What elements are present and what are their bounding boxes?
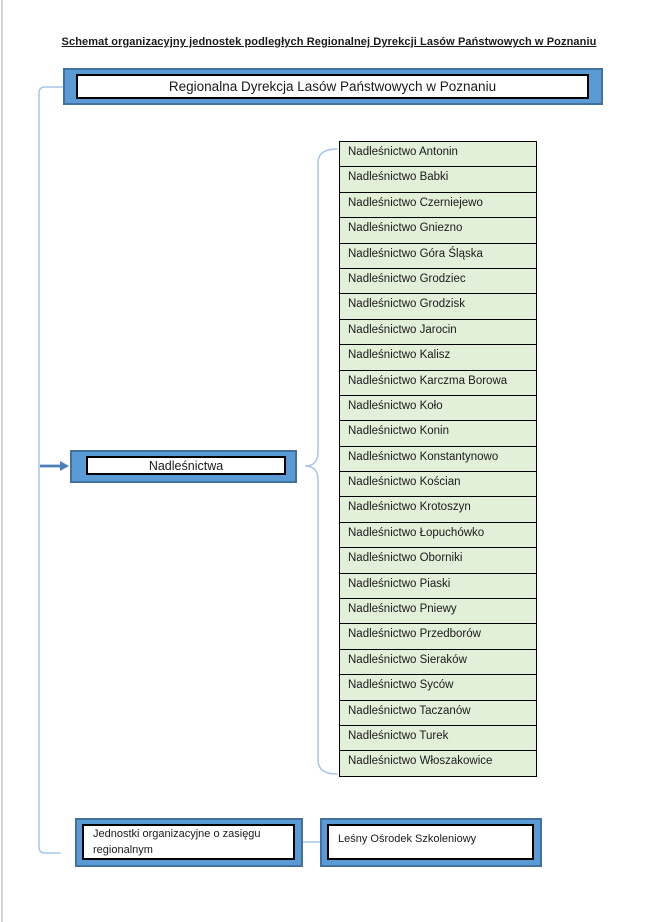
district-item: Nadleśnictwo Krotoszyn <box>339 496 537 523</box>
district-item: Nadleśnictwo Sieraków <box>339 648 537 676</box>
district-item: Nadleśnictwo Góra Śląska <box>339 242 537 269</box>
district-item: Nadleśnictwo Konin <box>339 420 537 447</box>
training-center-node: Leśny Ośrodek Szkoleniowy <box>320 818 542 867</box>
district-item: Nadleśnictwo Koło <box>339 394 537 422</box>
regional-units-node: Jednostki organizacyjne o zasięgu region… <box>75 818 303 867</box>
district-item: Nadleśnictwo Antonin <box>339 141 537 168</box>
district-item: Nadleśnictwo Karczma Borowa <box>339 369 537 396</box>
district-item: Nadleśnictwo Gniezno <box>339 217 537 244</box>
district-item: Nadleśnictwo Kościan <box>339 471 537 498</box>
connector-brace <box>304 148 338 775</box>
page-edge-line <box>1 0 3 922</box>
district-item: Nadleśnictwo Turek <box>339 724 537 752</box>
district-item: Nadleśnictwo Włoszakowice <box>339 750 537 777</box>
district-item: Nadleśnictwo Kalisz <box>339 344 537 371</box>
regional-units-node-label: Jednostki organizacyjne o zasięgu region… <box>82 824 295 860</box>
district-item: Nadleśnictwo Konstantynowo <box>339 445 537 473</box>
district-item: Nadleśnictwo Jarocin <box>339 318 537 346</box>
training-center-node-label: Leśny Ośrodek Szkoleniowy <box>327 824 534 860</box>
root-node-label: Regionalna Dyrekcja Lasów Państwowych w … <box>76 74 589 99</box>
diagram-title: Schemat organizacyjny jednostek podległy… <box>61 36 597 48</box>
district-item: Nadleśnictwo Taczanów <box>339 699 537 726</box>
district-item: Nadleśnictwo Czerniejewo <box>339 191 537 219</box>
district-item: Nadleśnictwo Grodziec <box>339 267 537 295</box>
root-node: Regionalna Dyrekcja Lasów Państwowych w … <box>63 68 603 105</box>
district-item: Nadleśnictwo Przedborów <box>339 623 537 650</box>
district-item: Nadleśnictwo Oborniki <box>339 547 537 574</box>
nadlesnictwa-node-label: Nadleśnictwa <box>86 456 286 475</box>
connector-left-spine <box>38 86 64 854</box>
district-item: Nadleśnictwo Babki <box>339 166 537 193</box>
connector-arrow-head <box>60 461 69 471</box>
district-item: Nadleśnictwo Łopuchówko <box>339 521 537 549</box>
nadlesnictwa-node: Nadleśnictwa <box>70 450 297 483</box>
district-item: Nadleśnictwo Syców <box>339 674 537 701</box>
district-item: Nadleśnictwo Piaski <box>339 572 537 600</box>
district-item: Nadleśnictwo Grodzisk <box>339 293 537 320</box>
district-item: Nadleśnictwo Pniewy <box>339 598 537 625</box>
